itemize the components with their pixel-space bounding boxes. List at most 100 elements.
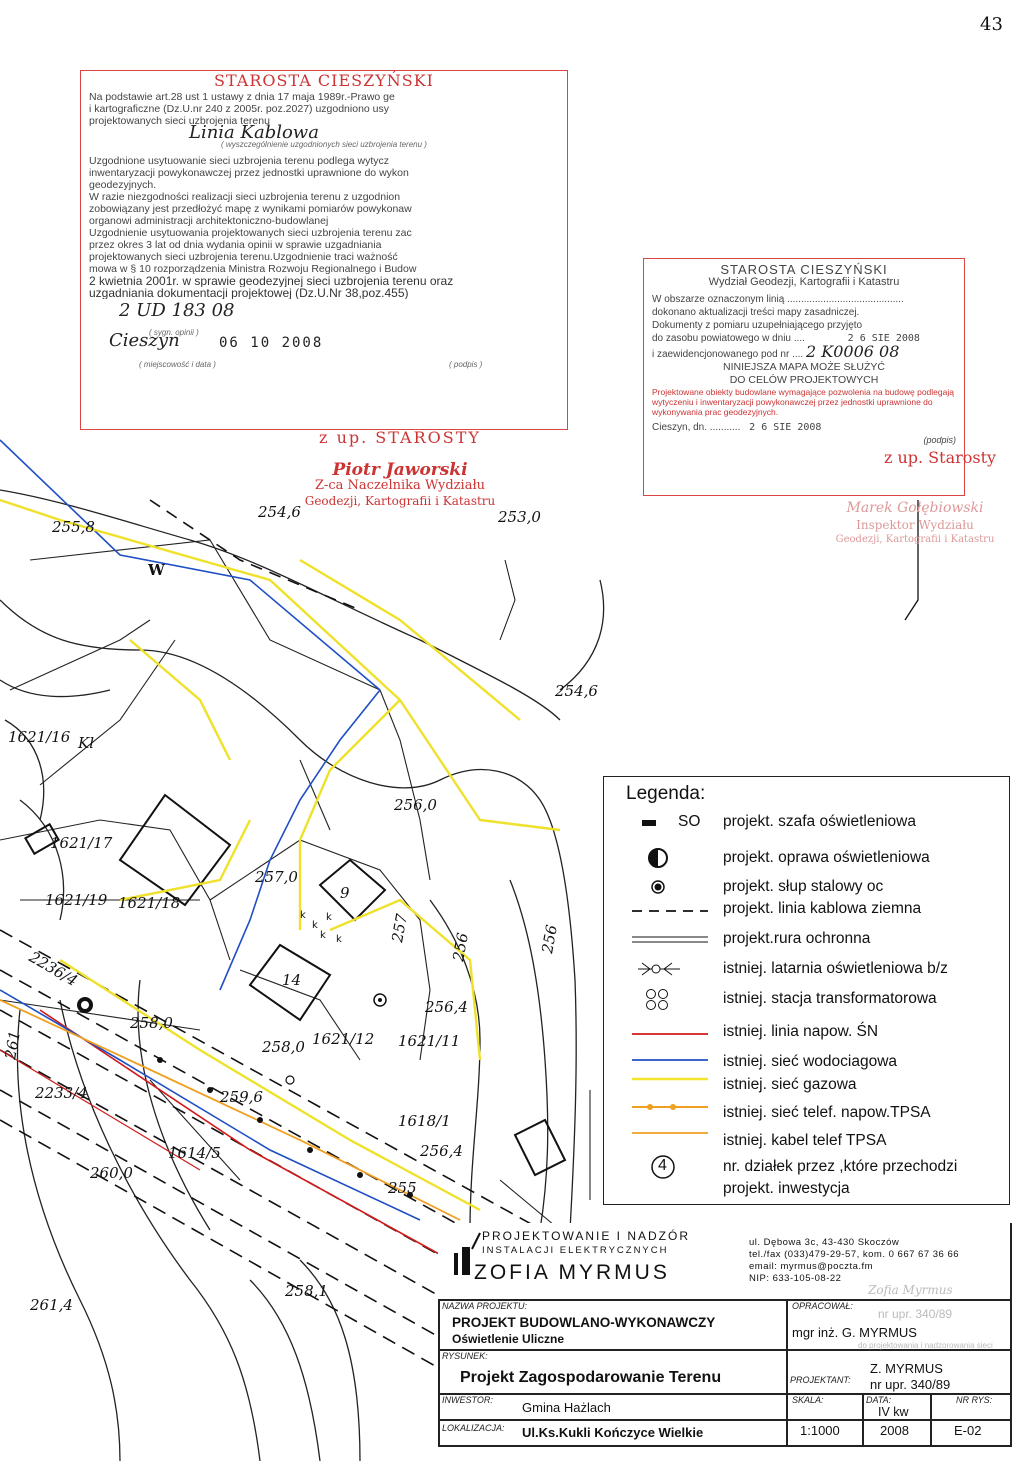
- stamp2-red-note: Projektowane obiekty budowlane wymagając…: [652, 387, 954, 417]
- stamp-text-line: Uzgodnienie usytuowania projektowanych s…: [89, 227, 412, 239]
- legend-title: Legenda:: [626, 783, 706, 804]
- date-stamp: 06 10 2008: [219, 335, 324, 351]
- legend-text: istniej. sieć wodociagowa: [723, 1053, 898, 1070]
- legend-item: istniej. stacja transformatorowa: [618, 987, 1003, 1011]
- water-lines: [0, 439, 421, 1221]
- handwritten-network: Linia Kablowa: [189, 122, 319, 143]
- designer-label: PROJEKTANT:: [790, 1375, 851, 1385]
- stamp-text-line: organowi administracji architektoniczno-…: [89, 215, 329, 227]
- page-number: 43: [980, 14, 1003, 35]
- parcel-label: 1621/12: [312, 1030, 374, 1048]
- overstamp-title: Z-ca Naczelnika Wydziału: [314, 478, 486, 493]
- company-line2: INSTALACJI ELEKTRYCZNYCH: [482, 1245, 669, 1256]
- place-date-caption: ( miejscowość i data ): [139, 360, 216, 369]
- elev-label: 254,6: [257, 503, 301, 521]
- legend-box: Legenda: SO projekt. szafa oświetleniowa…: [603, 776, 1010, 1205]
- blue-line-icon: [632, 1059, 708, 1061]
- parcel-label: 1621/16: [8, 728, 71, 746]
- stamp2-overstamp-name: Marek Gołębiowski: [846, 500, 984, 516]
- overstamp-name: Piotr Jaworski: [332, 460, 468, 480]
- svg-text:k: k: [300, 910, 306, 921]
- cabinet-icon: [642, 820, 656, 826]
- investor-label: INWESTOR:: [442, 1395, 493, 1405]
- elev-label: 261: [1, 1029, 24, 1061]
- svg-text:k: k: [336, 934, 342, 945]
- pole-markers: [77, 993, 413, 1198]
- stamp2-header: STAROSTA CIESZYŃSKI: [720, 262, 888, 277]
- protective-pipe-icon: [632, 936, 708, 943]
- project-sub: Oświetlenie Uliczne: [452, 1332, 565, 1346]
- stamp2-place: Cieszyn, dn. ...........: [652, 422, 741, 433]
- elev-label: 256: [538, 923, 561, 956]
- stamp2-line: W obszarze oznaczonym linią ............…: [652, 294, 904, 305]
- geodesy-update-stamp: STAROSTA CIESZYŃSKI Wydział Geodezji, Ka…: [643, 258, 965, 496]
- legend-item: projekt. słup stalowy oc: [618, 875, 1003, 899]
- network-caption: ( wyszczególnienie uzgodnionych sieci uz…: [221, 140, 427, 149]
- building-number: 14: [282, 971, 301, 989]
- date-label: DATA:: [866, 1395, 892, 1405]
- stamp-text-line: projektowanych sieci uzbrojenia terenu.U…: [89, 251, 398, 263]
- building-number: 9: [340, 884, 350, 902]
- location-label: LOKALIZACJA:: [442, 1423, 505, 1433]
- nr-value: E-02: [954, 1423, 982, 1438]
- legend-item: istniej. kabel telef TPSA: [618, 1129, 1003, 1153]
- overstamp-dept: Geodezji, Kartografii i Katastru: [304, 494, 496, 508]
- legend-item: istniej. sieć gazowa: [618, 1073, 1003, 1097]
- svg-text:k: k: [312, 920, 318, 931]
- stamp2-number: 2 K0006 08: [806, 342, 900, 361]
- elev-label: 259,6: [219, 1088, 263, 1106]
- address-line: tel./fax (033)479-29-57, kom. 0 667 67 3…: [749, 1249, 960, 1260]
- elev-label: 255,8: [51, 518, 95, 536]
- transformer-station-icon: [646, 989, 668, 1010]
- parcel-label: Kl: [77, 734, 94, 752]
- prepared-label: OPRACOWAŁ:: [792, 1301, 853, 1311]
- legend-text: projekt. inwestycja: [723, 1180, 850, 1197]
- stamp2-warning: NINIEJSZA MAPA MOŻE SŁUŻYĆ: [722, 361, 885, 373]
- designer-license: nr upr. 340/89: [870, 1377, 951, 1392]
- date-value1: IV kw: [878, 1405, 909, 1419]
- gas-lines: [0, 498, 561, 1212]
- map-labels: 255,8 254,6 253,0 254,6 256,0 257 256 25…: [1, 503, 598, 1314]
- company-name: ZOFIA MYRMUS: [474, 1261, 670, 1284]
- legend-text: nr. działek przez ,które przechodzi: [723, 1158, 958, 1175]
- legend-text: istniej. latarnia oświetleniowa b/z: [723, 960, 948, 977]
- legend-item: projekt. linia kablowa ziemna: [618, 897, 1003, 921]
- stamp2-line: do zasobu powiatowego w dniu ....: [652, 333, 805, 344]
- legend-text: istniej. kabel telef TPSA: [723, 1132, 887, 1149]
- stamp-text-line: inwentaryzacji powykonawczej przez jedno…: [89, 167, 409, 179]
- legend-text: projekt. szafa oświetleniowa: [723, 813, 916, 830]
- stamp2-line: Dokumenty z pomiaru uzupełniającego przy…: [652, 320, 863, 331]
- red-power-line: [39, 1009, 451, 1261]
- telecom-lines: [0, 999, 461, 1221]
- stamp-text-line: projektowanych sieci uzbrojenia terenu: [89, 115, 270, 127]
- signature-number: 2 UD 183 08: [119, 300, 235, 321]
- address-line: ul. Dębowa 3c, 43-430 Skoczów: [749, 1237, 900, 1248]
- elev-label: 261,4: [29, 1296, 73, 1314]
- title-block: PROJEKTOWANIE I NADZÓR INSTALACJI ELEKTR…: [438, 1223, 1012, 1447]
- legend-symbol-label: SO: [678, 813, 701, 830]
- stamp2-overstamp-upstarosty: z up. Starosty: [883, 448, 997, 467]
- prepared-name: mgr inż. G. MYRMUS: [792, 1325, 917, 1340]
- date-value2: 2008: [880, 1423, 909, 1438]
- legend-item: SO projekt. szafa oświetleniowa: [618, 810, 1003, 834]
- address-line: email: myrmus@poczta.fm: [749, 1261, 874, 1272]
- elev-label: 258,0: [129, 1014, 173, 1032]
- pole-icon: [651, 880, 665, 894]
- designer-stamp-overlay: do projektowania i nadzorowania sieci: [858, 1341, 993, 1350]
- investor-name: Gmina Hażlach: [522, 1400, 611, 1415]
- stamp-text-line: geodezyjnych.: [89, 179, 157, 191]
- parcel-label: 1621/11: [398, 1032, 460, 1050]
- legend-text: istniej. sieć gazowa: [723, 1076, 857, 1093]
- elev-label: 257,0: [254, 868, 298, 886]
- luminaire-icon: [648, 848, 668, 868]
- legend-item: projekt. oprawa oświetleniowa: [618, 846, 1003, 870]
- location-value: Ul.Ks.Kukli Kończyce Wielkie: [522, 1425, 704, 1440]
- signature-number-caption: ( sygn. opinii ): [149, 328, 199, 337]
- elev-label: 258,0: [261, 1038, 305, 1056]
- nr-label: NR RYS:: [956, 1395, 993, 1405]
- stamp-text-line: uzgadniania dokumentacji projektowej (Dz…: [89, 287, 409, 299]
- circled-number-icon: [651, 1155, 675, 1179]
- stamp-text-line: przez okres 3 lat od dnia wydania opinii…: [89, 239, 382, 251]
- stamp2-overstamp-dept: Geodezji, Kartografii i Katastru: [835, 534, 995, 545]
